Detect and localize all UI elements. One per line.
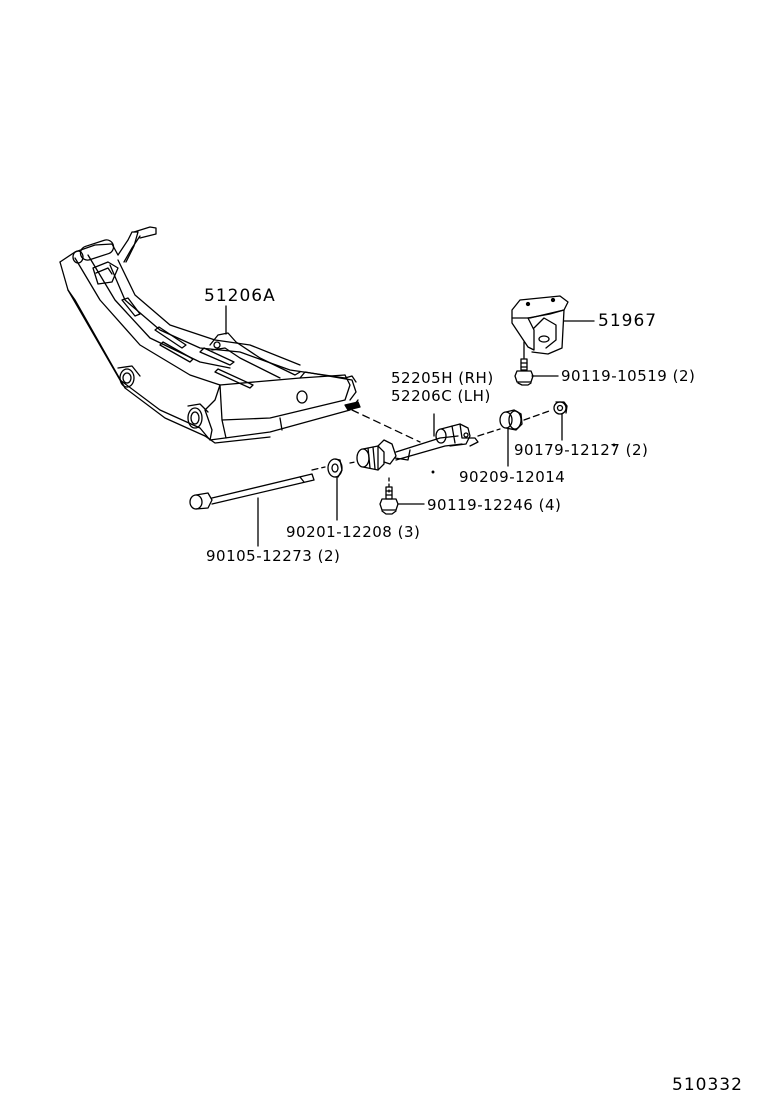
bracket-drawing <box>511 295 569 355</box>
label-nut: 90179-12127 (2) <box>514 441 649 459</box>
nut-drawing <box>553 401 568 415</box>
long-bolt-drawing <box>189 473 315 510</box>
illustration-number: 510332 <box>672 1075 743 1095</box>
label-bushing: 90209-12014 <box>459 468 566 486</box>
arm-bolt-drawing <box>379 477 399 515</box>
label-arm-lh: 52206C (LH) <box>391 387 491 405</box>
washer-drawing <box>327 458 343 478</box>
label-arm-bolt: 90119-12246 (4) <box>427 496 562 514</box>
dashed-guide-1 <box>351 409 421 443</box>
label-bracket-bolt: 90119-10519 (2) <box>561 367 696 385</box>
label-crossmember: 51206A <box>204 286 276 306</box>
control-arm-drawing <box>356 413 479 471</box>
bracket-bolt-drawing <box>514 358 534 386</box>
label-long-bolt: 90105-12273 (2) <box>206 547 341 565</box>
bushing-drawing <box>499 409 523 431</box>
label-bracket: 51967 <box>598 311 658 331</box>
label-washer: 90201-12208 (3) <box>286 523 421 541</box>
label-arm-rh: 52205H (RH) <box>391 369 494 387</box>
crossmember-drawing <box>59 226 361 444</box>
